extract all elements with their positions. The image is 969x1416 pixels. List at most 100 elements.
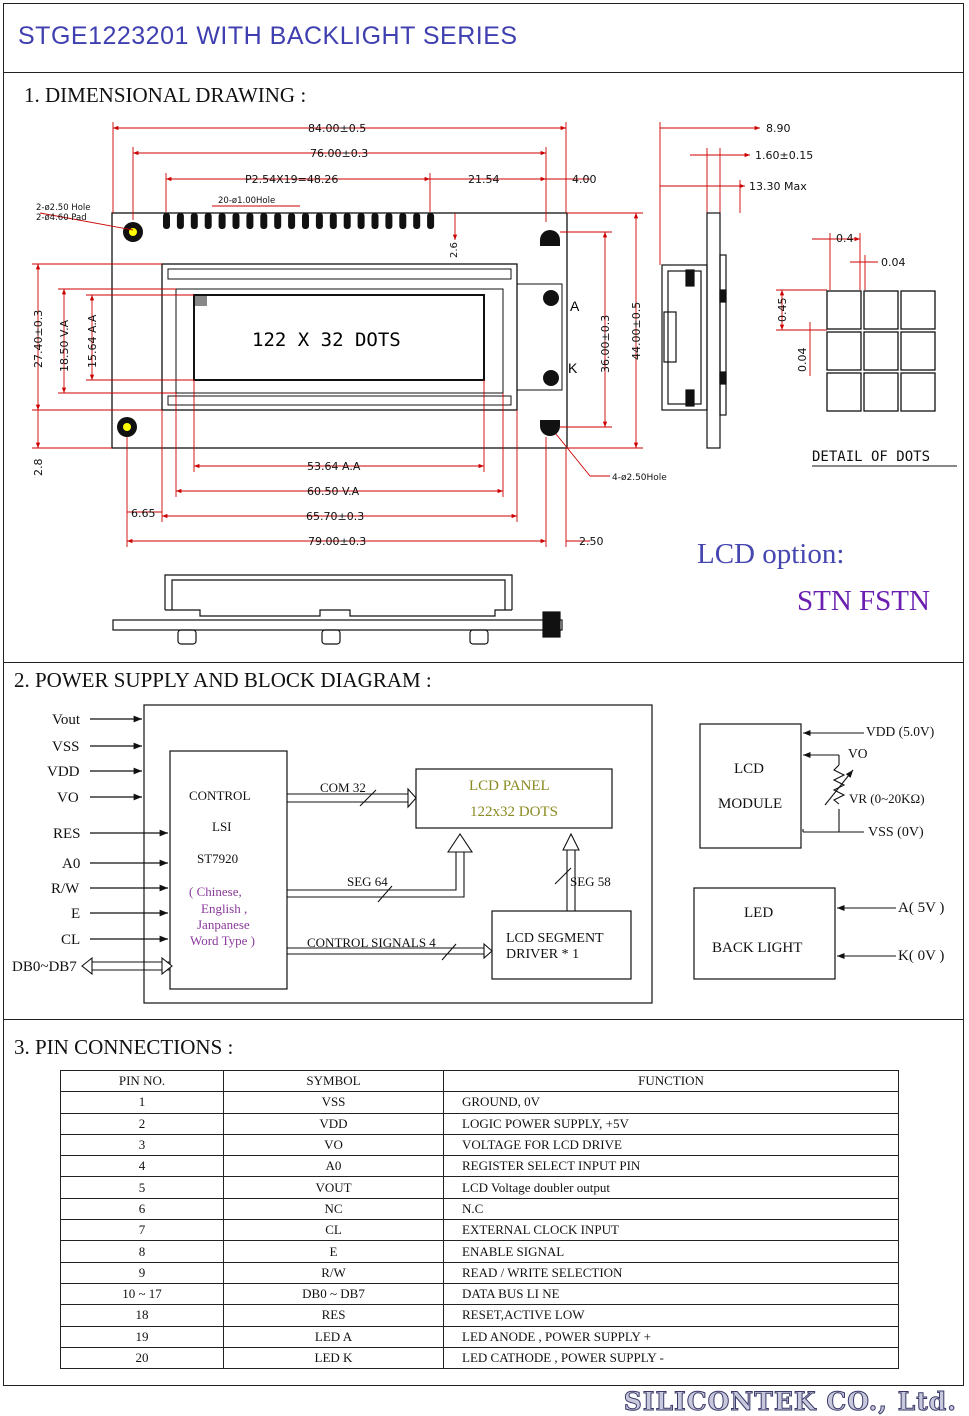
- pin-function-cell: RESET,ACTIVE LOW: [443, 1304, 899, 1327]
- pin-symbol-cell: LED K: [223, 1346, 444, 1370]
- input-label: Vout: [52, 712, 81, 728]
- pin-function-cell: ENABLE SIGNAL: [443, 1240, 899, 1263]
- dim-6050: 60.50 V.A: [307, 485, 360, 498]
- pin-pad: [190, 213, 198, 229]
- vdd-label: VDD (5.0V): [866, 724, 934, 739]
- lsi-line-2: LSI: [212, 819, 232, 834]
- pin-function-cell: N.C: [443, 1197, 899, 1221]
- lsi-lang-2: English ,: [201, 901, 247, 916]
- header-divider: [3, 72, 964, 73]
- input-arrows: [90, 715, 168, 943]
- pin-pad: [315, 213, 323, 229]
- header-function: FUNCTION: [443, 1069, 899, 1093]
- com32-slash: [359, 789, 377, 807]
- seg64-label: SEG 64: [347, 874, 388, 889]
- section-title-dimensional: 1. DIMENSIONAL DRAWING :: [24, 83, 307, 107]
- pin-symbol-cell: A0: [223, 1155, 444, 1178]
- section-divider-1: [3, 662, 964, 663]
- dim-28: 2.8: [32, 459, 45, 477]
- company-logo: SILICONTEK CO., Ltd.: [623, 1387, 957, 1416]
- dot-cell: [900, 290, 936, 330]
- input-label: CL: [61, 932, 80, 948]
- pin-pad: [232, 213, 240, 229]
- db-bus: [90, 961, 170, 971]
- vo-label: VO: [848, 746, 868, 761]
- pin-symbol-cell: VSS: [223, 1091, 444, 1114]
- lsi-lang-3: Janpanese: [197, 917, 250, 932]
- pin-pad: [176, 213, 184, 229]
- dim-250: 2.50: [579, 535, 604, 548]
- driver-line-1: LCD SEGMENT: [506, 931, 604, 946]
- dot-cell: [826, 372, 862, 412]
- cathode-label: K( 0V ): [898, 948, 944, 964]
- label-pin-k: K: [568, 360, 578, 376]
- com32-arrowhead: [407, 787, 417, 809]
- holes-4-label: 4-ø2.50Hole: [612, 473, 667, 483]
- dim-76: 76.00±0.3: [310, 147, 368, 160]
- seg58-slash: [554, 867, 572, 885]
- hole-label-2: 2-ø4.60 Pad: [36, 213, 87, 223]
- pin-pad: [357, 213, 365, 229]
- dot-004a: 0.04: [881, 256, 906, 269]
- dimension-lines: [32, 122, 878, 547]
- input-label: E: [71, 906, 80, 922]
- pin-function-cell: REGISTER SELECT INPUT PIN: [443, 1155, 899, 1178]
- dim-2154: 21.54: [468, 173, 500, 186]
- pin-symbol-cell: VO: [223, 1133, 444, 1157]
- led-line-1: LED: [744, 905, 773, 921]
- pin-function-cell: GROUND, 0V: [443, 1091, 899, 1114]
- lcd-module-line-2: MODULE: [718, 796, 782, 812]
- vss-label: VSS (0V): [868, 825, 924, 840]
- db-arrow-right: [161, 956, 173, 976]
- pin-pad: [288, 213, 296, 229]
- input-label: A0: [62, 856, 80, 872]
- seg64-slash: [377, 885, 393, 903]
- input-label-databus: DB0~DB7: [12, 959, 77, 975]
- side-890: 8.90: [766, 122, 791, 135]
- dim-1850: 18.50 V.A: [58, 319, 71, 372]
- pin-pad: [302, 213, 309, 229]
- pin-header-row: [163, 213, 435, 229]
- header-pin-no: PIN NO.: [60, 1069, 224, 1093]
- pin-pad: [329, 213, 337, 229]
- pin-function-cell: LOGIC POWER SUPPLY, +5V: [443, 1112, 899, 1135]
- control-slash: [441, 943, 457, 961]
- pcb-outline: [111, 212, 568, 449]
- pin-symbol-cell: DB0 ~ DB7: [223, 1282, 444, 1306]
- dim-2740: 27.40±0.3: [32, 310, 45, 368]
- dim-44: 44.00±0.5: [630, 302, 643, 360]
- control-signals-label: CONTROL SIGNALS 4: [307, 935, 436, 950]
- power-circuit: [802, 729, 896, 960]
- pin-symbol-cell: LED A: [223, 1325, 444, 1348]
- pin-holes-label: 20-ø1.00Hole: [218, 196, 275, 206]
- dot-cell: [863, 331, 899, 371]
- input-label: VO: [57, 790, 79, 806]
- dim-6570: 65.70±0.3: [306, 510, 364, 523]
- seg64-bus: [287, 852, 465, 898]
- input-label: VSS: [52, 739, 80, 755]
- pin-pad: [274, 213, 282, 229]
- com32-bus: [287, 793, 410, 803]
- pin-pad: [246, 213, 254, 229]
- pin-number-cell: 2: [60, 1112, 224, 1135]
- pin-number-cell: 18: [60, 1304, 224, 1327]
- led-line-2: BACK LIGHT: [712, 940, 802, 956]
- pin-pad: [399, 213, 407, 229]
- dim-84: 84.00±0.5: [308, 122, 366, 135]
- panel-title: LCD PANEL: [469, 778, 550, 794]
- dot-04a: 0.4: [836, 232, 854, 245]
- pin-pad: [204, 213, 212, 229]
- pin-number-cell: 8: [60, 1240, 224, 1263]
